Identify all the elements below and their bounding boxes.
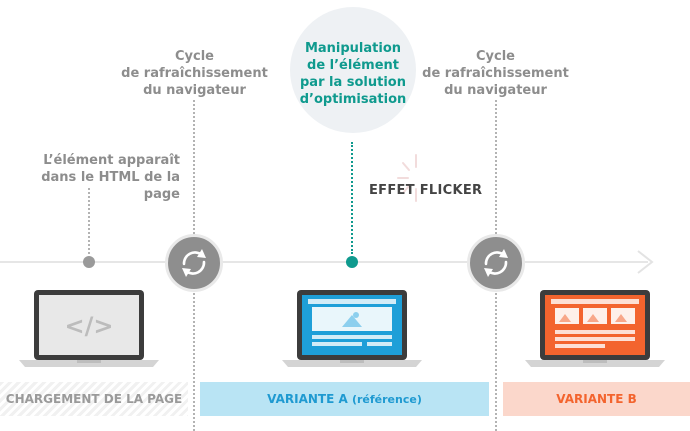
timeline-dot-teal xyxy=(346,256,358,268)
dotted-connector-1 xyxy=(88,188,90,254)
highlight-circle xyxy=(290,7,416,133)
refresh-icon xyxy=(467,234,525,292)
element-appears-label: L’élément apparaît dans le HTML de la pa… xyxy=(41,153,180,202)
dotted-divider-2 xyxy=(495,290,497,431)
laptop-code-icon: </> xyxy=(19,290,159,367)
page-loading-band: CHARGEMENT DE LA PAGE xyxy=(0,382,188,416)
dotted-divider-1 xyxy=(193,290,195,431)
variant-a-reference-label: (référence) xyxy=(351,393,422,406)
manipulation-label: Manipulation de l’élément par la solutio… xyxy=(299,41,407,107)
timeline-line xyxy=(0,261,648,263)
browser-refresh-cycle-label-1: Cycle de rafraîchissement du navigateur xyxy=(121,49,268,98)
flicker-burst-icon xyxy=(397,154,417,202)
browser-refresh-cycle-label-2: Cycle de rafraîchissement du navigateur xyxy=(422,49,569,98)
teal-dotted-connector xyxy=(351,142,353,254)
laptop-variant-b-icon xyxy=(525,290,665,367)
dotted-connector-2 xyxy=(193,100,195,234)
chevron-right-icon xyxy=(637,250,654,274)
laptop-variant-a-icon xyxy=(282,290,422,367)
variant-a-label: VARIANTE A xyxy=(267,392,348,406)
svg-text:</>: </> xyxy=(65,312,114,340)
variant-b-band: VARIANTE B xyxy=(503,382,690,416)
variant-a-band: VARIANTE A (référence) xyxy=(200,382,489,416)
flicker-effect-label: EFFET FLICKER xyxy=(369,183,483,198)
timeline-dot-gray xyxy=(83,256,95,268)
dotted-connector-3 xyxy=(495,100,497,234)
refresh-icon xyxy=(165,234,223,292)
